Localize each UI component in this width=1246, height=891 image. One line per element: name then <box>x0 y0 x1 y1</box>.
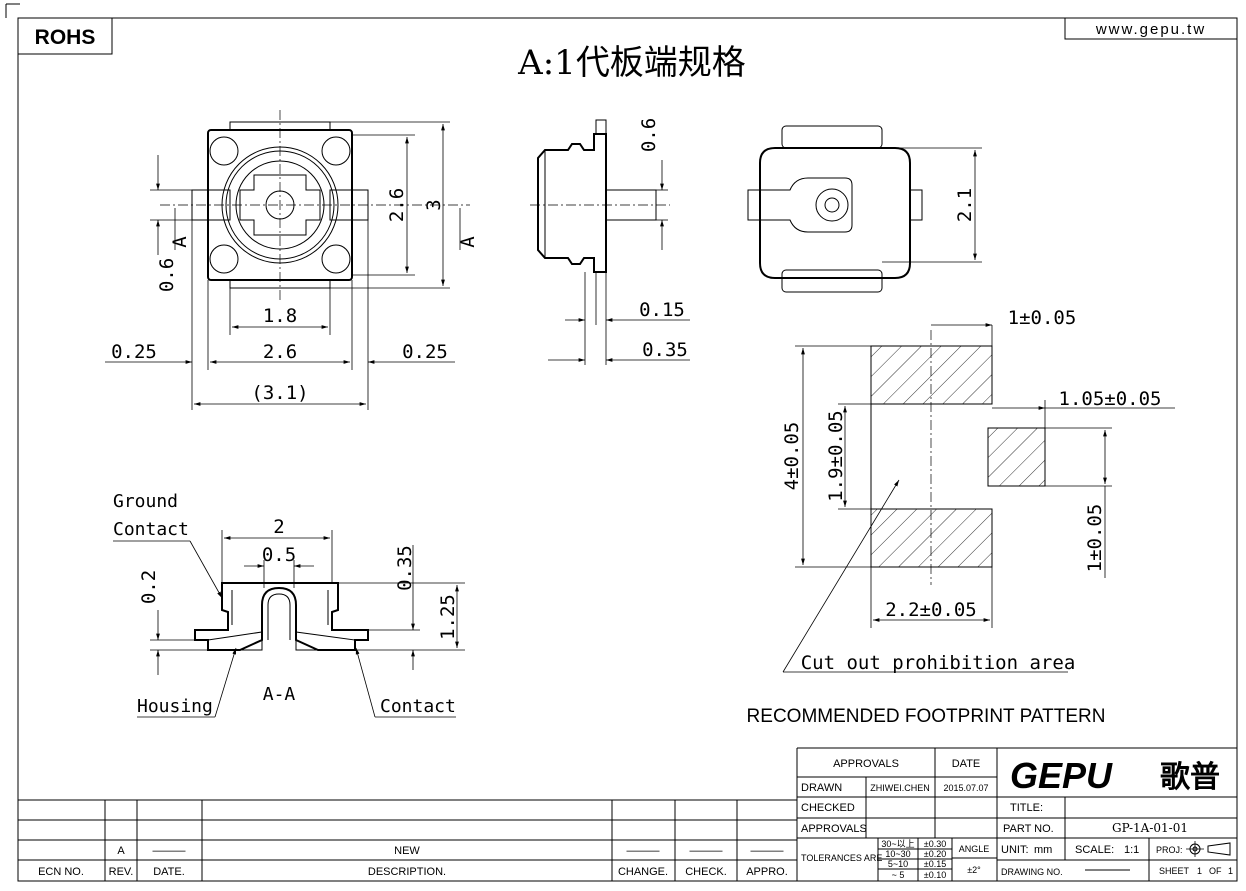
footprint-caption: RECOMMENDED FOOTPRINT PATTERN <box>747 706 1106 727</box>
footprint-pattern: 1±0.05 1.05±0.05 4±0.05 1.9±0.05 1±0.05 … <box>747 307 1175 727</box>
tb-angle-tol: ±2° <box>967 865 981 875</box>
dim-front-0-25-left: 0.25 <box>111 341 157 363</box>
tb-tol-value-2: ±0.20 <box>924 849 946 859</box>
tb-sheet-of: OF <box>1209 866 1222 876</box>
tb-approvals-header: APPROVALS <box>833 758 899 770</box>
rohs-label: ROHS <box>35 26 96 49</box>
revision-block: A ——— NEW ——— ——— ——— ECN NO. REV. DATE.… <box>18 799 797 881</box>
rev-rev-header: REV. <box>109 866 134 878</box>
rev-date-dash: ——— <box>153 845 186 857</box>
dim-side-0-6: 0.6 <box>638 118 660 152</box>
tb-drawn-label: DRAWN <box>801 782 842 794</box>
tb-proj-label: PROJ: <box>1156 845 1183 855</box>
tb-part-no: GP-1A-01-01 <box>1112 821 1188 835</box>
title-block: APPROVALS DATE DRAWN ZHIWEI.CHEN 2015.07… <box>796 747 1237 881</box>
rev-appro-dash: ——— <box>751 845 784 857</box>
dim-fp-4: 4±0.05 <box>781 422 803 491</box>
cutout-label: Cut out prohibition area <box>801 652 1076 674</box>
rohs-box <box>17 17 113 55</box>
tb-title-label: TITLE: <box>1010 802 1043 814</box>
website-url[interactable]: www.gepu.tw <box>1095 21 1206 38</box>
dim-front-1-8: 1.8 <box>263 305 297 327</box>
tb-tolerances-label: TOLERANCES ARE <box>801 853 882 863</box>
dim-front-0-6: 0.6 <box>156 258 178 292</box>
tb-unit-label: UNIT: <box>1001 844 1029 856</box>
tb-tol-value-4: ±0.10 <box>924 870 946 880</box>
dim-side-0-15: 0.15 <box>639 299 685 321</box>
tb-drawn-by: ZHIWEI.CHEN <box>870 783 930 793</box>
dim-sec-0-35: 0.35 <box>394 545 416 591</box>
rev-ecn-header: ECN NO. <box>38 866 84 878</box>
tb-scale-label: SCALE: <box>1075 844 1114 856</box>
dim-fp-1-top: 1±0.05 <box>1008 307 1077 329</box>
tb-scale-value: 1:1 <box>1124 844 1139 856</box>
dim-sec-1-25: 1.25 <box>437 594 459 640</box>
dim-front-0-25-right: 0.25 <box>402 341 448 363</box>
tb-sheet-total: 1 <box>1228 866 1233 876</box>
section-a-a: 2 0.5 0.2 0.35 1.25 Ground Contact Housi… <box>113 491 465 718</box>
rev-change-header: CHANGE. <box>618 866 668 878</box>
tb-unit-value: mm <box>1034 844 1052 856</box>
side-view: 0.6 0.15 0.35 <box>530 118 690 365</box>
front-view: 0.6 A A 2.6 3 1.8 0.25 2.6 0.25 <box>105 110 479 410</box>
tb-sheet-no: 1 <box>1197 866 1202 876</box>
tb-date-header: DATE <box>952 758 981 770</box>
website-box <box>1064 17 1238 40</box>
tb-tol-value-1: ±0.30 <box>924 839 946 849</box>
dim-front-3: 3 <box>423 199 445 210</box>
dim-sec-2: 2 <box>273 516 284 538</box>
tb-tol-value-3: ±0.15 <box>924 859 946 869</box>
tb-tol-range-3: 5~10 <box>888 859 908 869</box>
dim-fp-2-2: 2.2±0.05 <box>885 599 977 621</box>
dim-sec-0-2: 0.2 <box>138 570 160 604</box>
tb-part-no-label: PART NO. <box>1003 823 1054 835</box>
dim-fp-1-05: 1.05±0.05 <box>1059 388 1162 410</box>
section-mark-left: A <box>169 236 191 248</box>
projection-symbol-icon <box>1186 841 1231 857</box>
tb-drawn-date: 2015.07.07 <box>943 783 988 793</box>
dim-front-3-1: (3.1) <box>251 382 308 404</box>
page-title: A:1代板端规格 <box>517 43 746 83</box>
rev-description: NEW <box>394 845 420 857</box>
tb-drawing-no-label: DRAWING NO. <box>1001 867 1063 877</box>
bottom-view: 2.1 <box>747 125 982 293</box>
dim-front-2-6-v: 2.6 <box>386 188 408 222</box>
tb-tol-range-1: 30~以上 <box>881 839 914 849</box>
dim-front-2-6-h: 2.6 <box>263 341 297 363</box>
rev-check-header: CHECK. <box>685 866 727 878</box>
ground-label-1: Ground <box>113 491 178 512</box>
rev-description-header: DESCRIPTION. <box>368 866 446 878</box>
dim-bottom-2-1: 2.1 <box>954 188 976 222</box>
dim-fp-1-right: 1±0.05 <box>1084 504 1106 573</box>
section-mark-right: A <box>457 236 479 248</box>
tb-sheet-label: SHEET <box>1159 866 1190 876</box>
tb-angle-label: ANGLE <box>959 844 990 854</box>
rev-date-header: DATE. <box>153 866 185 878</box>
brand-logo-cn: 歌普 <box>1160 760 1220 795</box>
brand-logo-latin: GEPU <box>1010 755 1113 796</box>
rev-change-dash: ——— <box>627 845 660 857</box>
rev-value: A <box>117 845 125 857</box>
tb-approvals-label: APPROVALS <box>801 823 867 835</box>
dim-fp-1-9: 1.9±0.05 <box>825 410 847 502</box>
tb-checked-label: CHECKED <box>801 802 855 814</box>
dim-side-0-35: 0.35 <box>642 339 688 361</box>
tb-tol-range-2: 10~30 <box>885 849 910 859</box>
tb-tol-range-4: ~ 5 <box>892 870 905 880</box>
sheet-border <box>17 17 1238 882</box>
contact-label: Contact <box>380 696 456 717</box>
section-label: A-A <box>263 684 296 705</box>
housing-label: Housing <box>137 696 213 717</box>
dim-sec-0-5: 0.5 <box>262 544 296 566</box>
rev-appro-header: APPRO. <box>746 866 788 878</box>
rev-check-dash: ——— <box>690 845 723 857</box>
ground-label-2: Contact <box>113 519 189 540</box>
